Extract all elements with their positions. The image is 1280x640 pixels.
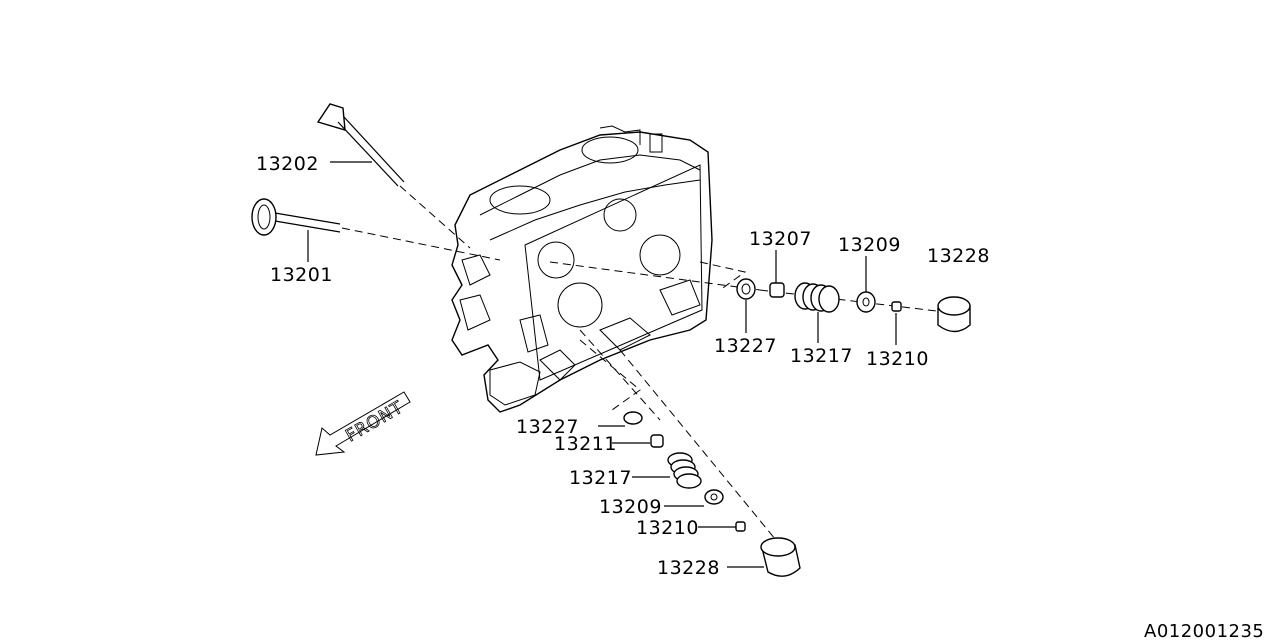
tappet-right: [937, 296, 971, 333]
callout-13209-right: 13209: [838, 234, 901, 256]
callout-13217-lower: 13217: [569, 467, 632, 489]
callouts: 13202 13201 13207 13209 13228 13227 1321…: [256, 153, 990, 579]
spring-lower: [667, 452, 702, 489]
callout-13217-right: 13217: [790, 345, 853, 367]
spring-right: [794, 282, 840, 313]
callout-13228-right: 13228: [927, 245, 990, 267]
reference-code: A012001235: [1144, 621, 1264, 640]
leader-lines: [307, 161, 897, 568]
callout-13207: 13207: [749, 228, 812, 250]
callout-13210-right: 13210: [866, 348, 929, 370]
callout-13228-lower: 13228: [657, 557, 720, 579]
callout-13209-lower: 13209: [599, 496, 662, 518]
tappet-lower: [760, 537, 801, 577]
callout-13201: 13201: [270, 264, 333, 286]
callout-13211: 13211: [554, 433, 617, 455]
callout-13202: 13202: [256, 153, 319, 175]
valve-train-right: [549, 261, 971, 333]
intake-valve: [251, 198, 501, 261]
callout-13227-lower: 13227: [516, 416, 579, 438]
callout-13210-lower: 13210: [636, 517, 699, 539]
cylinder-head: [451, 125, 713, 413]
valve-train-lower: [579, 329, 801, 577]
callout-13227-right: 13227: [714, 335, 777, 357]
exhaust-valve: [316, 103, 471, 249]
front-arrow: FRONT: [315, 391, 411, 456]
